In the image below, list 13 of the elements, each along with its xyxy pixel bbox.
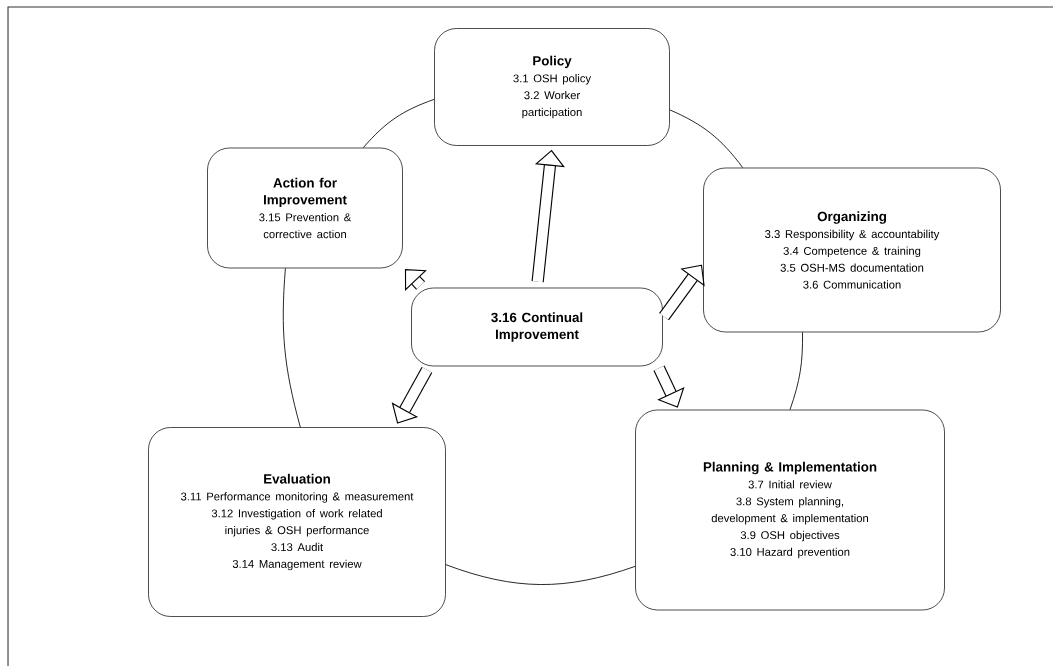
connector-arc bbox=[445, 564, 636, 585]
rounded-box: Evaluation 3.11 Performance monitoring & measurement 3.12 Investigation of work related injuries & OSH performance 3.13 Audit 3.14 Management review bbox=[148, 427, 446, 617]
rounded-box: Planning & Implementation 3.7 Initial review 3.8 System planning, development & implementation 3.9 OSH objectives 3.10 Hazard prevention bbox=[635, 409, 945, 611]
block-arrow bbox=[659, 264, 705, 321]
rounded-box: Organizing 3.3 Responsibility & accountability 3.4 Competence & training 3.5 OSH-MS documentation 3.6 Communication bbox=[703, 167, 1001, 333]
block-arrow bbox=[653, 365, 685, 408]
rounded-box: Action for Improvement 3.15 Prevention & corrective action bbox=[207, 147, 403, 269]
connector-arc bbox=[789, 331, 803, 411]
rounded-box: 3.16 Continual Improvement bbox=[411, 287, 663, 367]
rounded-box: Policy 3.1 OSH policy 3.2 Worker participation bbox=[434, 28, 670, 146]
connector-arc bbox=[282, 267, 301, 428]
connector-arc bbox=[669, 109, 744, 169]
connector-arc bbox=[362, 98, 435, 149]
